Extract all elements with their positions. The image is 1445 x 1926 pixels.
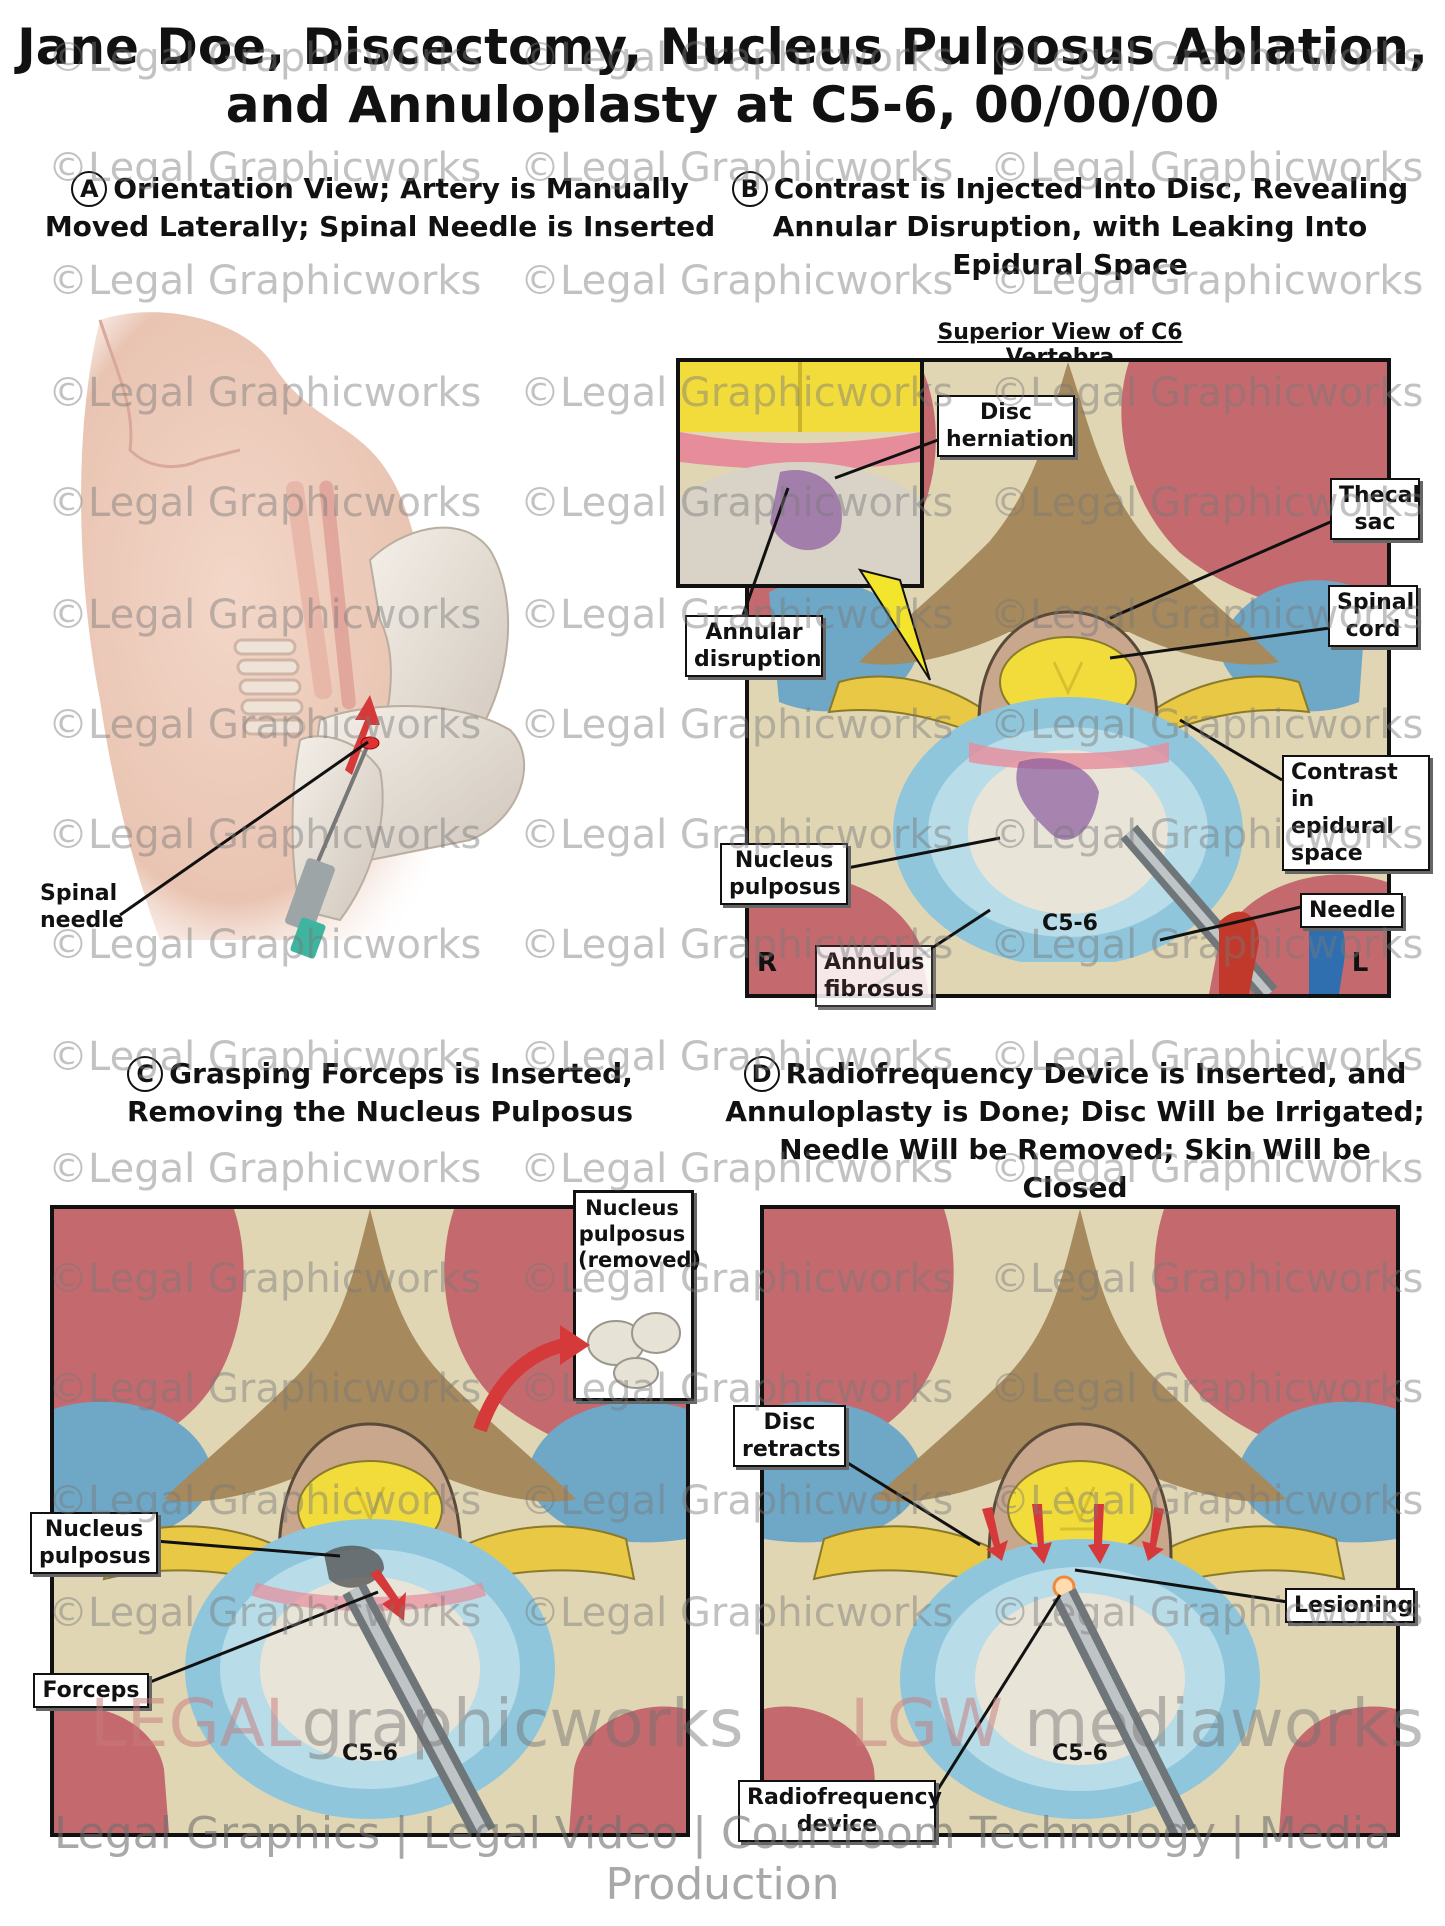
label-level-b: C5-6 xyxy=(1042,911,1098,936)
watermark: ©Legal Graphicworks xyxy=(48,1146,482,1192)
brand-graphicworks: graphicworks xyxy=(301,1685,744,1762)
label-forceps: Forceps xyxy=(33,1673,149,1708)
panel-b-inset xyxy=(676,358,924,588)
panel-a-line-1: Orientation View; Artery is Manually xyxy=(113,172,689,205)
brand-legal: LEGAL xyxy=(90,1685,302,1762)
label-rf-device: Radiofrequency device xyxy=(738,1780,942,1842)
label-level-c: C5-6 xyxy=(342,1741,398,1766)
title-line-1: Jane Doe, Discectomy, Nucleus Pulposus A… xyxy=(17,18,1428,76)
panel-b-letter: B xyxy=(731,171,768,207)
footer: Legal Graphics | Legal Video | Courtroom… xyxy=(53,1808,1392,1910)
label-disc-herniation: Disc herniation xyxy=(937,395,1075,457)
label-disc-retracts: Disc retracts xyxy=(733,1405,846,1467)
panel-b-line-2: Annular Disruption, with Leaking Into xyxy=(772,210,1368,243)
label-nucleus-b: Nucleus pulposus xyxy=(720,843,848,905)
label-spinal-needle: Spinal needle xyxy=(40,881,124,933)
brand-lgw: LGW xyxy=(850,1685,1004,1762)
label-thecal-sac: Thecal sac xyxy=(1330,478,1420,540)
label-annular-disruption: Annular disruption xyxy=(685,615,823,677)
label-right: R xyxy=(756,948,778,978)
title-line-2: and Annuloplasty at C5-6, 00/00/00 xyxy=(225,76,1220,134)
neck-illustration xyxy=(40,300,680,980)
panel-b-subtitle: Superior View of C6 Vertebra xyxy=(937,320,1183,370)
brand-mediaworks: mediaworks xyxy=(1024,1685,1424,1762)
label-left: L xyxy=(1351,948,1369,978)
panel-b-line-3: Epidural Space xyxy=(952,248,1188,281)
panel-c-line-2: Removing the Nucleus Pulposus xyxy=(126,1095,634,1128)
panel-d-line-2: Annuloplasty is Done; Disc Will be Irrig… xyxy=(725,1095,1425,1128)
panel-d-line-1: Radiofrequency Device is Inserted, and xyxy=(785,1057,1407,1090)
panel-a-letter: A xyxy=(71,171,108,207)
brand-mark-lgw: LGW mediaworks xyxy=(850,1685,1424,1762)
panel-b-line-1: Contrast is Injected Into Disc, Revealin… xyxy=(773,172,1409,205)
label-annulus: Annulus fibrosus xyxy=(815,945,933,1007)
panel-d-vertebra xyxy=(760,1205,1400,1837)
panel-d-line-3: Needle Will be Removed; Skin Will be Clo… xyxy=(779,1133,1371,1204)
panel-c-line-1: Grasping Forceps is Inserted, xyxy=(169,1057,633,1090)
label-contrast: Contrast in epidural space xyxy=(1282,755,1430,871)
label-needle: Needle xyxy=(1300,893,1403,928)
panel-a-line-2: Moved Laterally; Spinal Needle is Insert… xyxy=(44,210,716,243)
brand-mark-legal: LEGALgraphicworks xyxy=(90,1685,743,1762)
label-removed: Nucleus pulposus (removed) xyxy=(578,1196,702,1272)
label-level-d: C5-6 xyxy=(1052,1741,1108,1766)
panel-c-letter: C xyxy=(127,1056,164,1092)
label-lesioning: Lesioning xyxy=(1285,1588,1415,1623)
page-title: Jane Doe, Discectomy, Nucleus Pulposus A… xyxy=(0,18,1445,134)
label-nucleus-c: Nucleus pulposus xyxy=(30,1512,158,1574)
label-spinal-cord: Spinal cord xyxy=(1328,585,1418,647)
watermark: ©Legal Graphicworks xyxy=(48,258,482,304)
panel-d-letter: D xyxy=(743,1056,780,1092)
